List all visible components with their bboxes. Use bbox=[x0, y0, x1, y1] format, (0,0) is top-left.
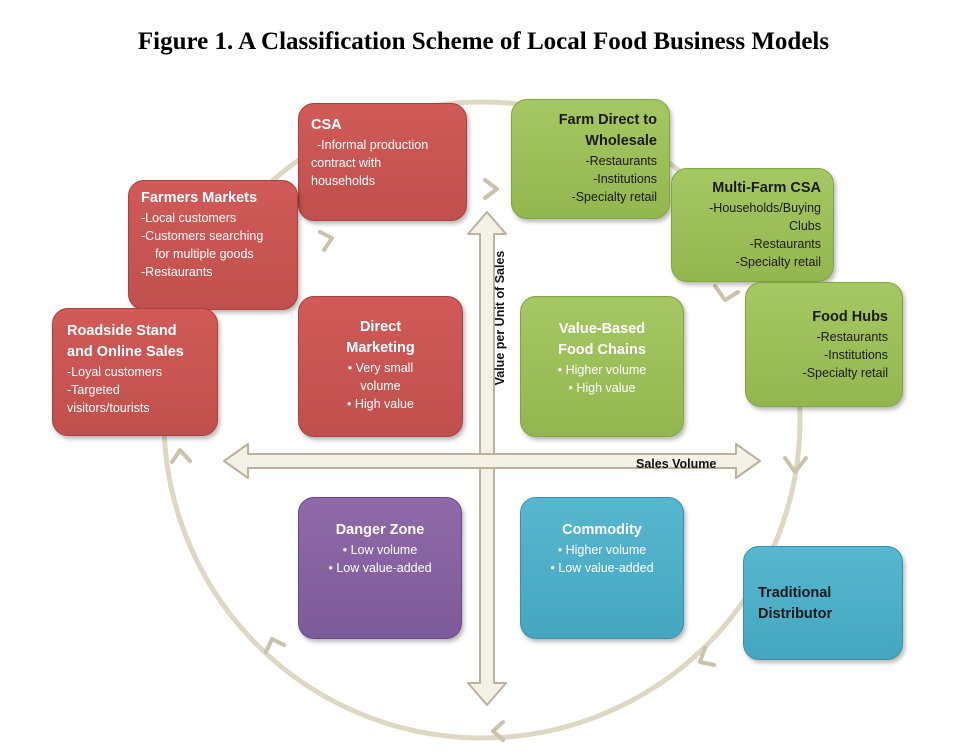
multi-farm-title: Multi-Farm CSA bbox=[712, 180, 821, 196]
farm-direct-title: Wholesale bbox=[585, 133, 657, 150]
traditional-title: Traditional bbox=[758, 585, 832, 601]
direct-marketing-title: Marketing bbox=[346, 340, 415, 357]
roadside-stand-box: Roadside Stand and Online Sales -Loyal c… bbox=[52, 308, 218, 436]
multi-farm-line: -Specialty retail bbox=[735, 255, 821, 270]
cycle-arrow-6 bbox=[491, 720, 505, 742]
multi-farm-line: -Households/Buying bbox=[709, 201, 821, 216]
danger-zone-line: • Low volume bbox=[342, 543, 418, 558]
direct-marketing-line: • High value bbox=[347, 397, 414, 412]
danger-zone-title: Danger Zone bbox=[335, 522, 425, 538]
food-hubs-box: Food Hubs -Restaurants -Institutions -Sp… bbox=[745, 282, 903, 407]
commodity-line: • Low value-added bbox=[550, 561, 654, 576]
farmers-markets-line: -Customers searching bbox=[141, 229, 264, 244]
multi-farm-line: Clubs bbox=[789, 219, 821, 234]
commodity-box: Commodity • Higher volume • Low value-ad… bbox=[520, 497, 684, 639]
roadside-title: and Online Sales bbox=[67, 344, 184, 361]
multi-farm-csa-box: Multi-Farm CSA -Households/Buying Clubs … bbox=[671, 168, 834, 282]
csa-title: CSA bbox=[311, 117, 342, 133]
cycle-arrow-4 bbox=[783, 456, 808, 474]
farmers-markets-line: -Restaurants bbox=[141, 265, 213, 280]
csa-box: CSA -Informal production contract with h… bbox=[298, 103, 467, 221]
commodity-line: • Higher volume bbox=[557, 543, 647, 558]
roadside-line: -Loyal customers bbox=[67, 365, 163, 380]
farm-direct-box: Farm Direct to Wholesale -Restaurants -I… bbox=[511, 99, 670, 219]
value-based-line: • Higher volume bbox=[557, 363, 647, 378]
cycle-arrow-8 bbox=[170, 448, 192, 464]
roadside-line: -Targeted bbox=[67, 383, 120, 398]
volume-axis-arrow bbox=[223, 443, 761, 479]
csa-line: contract with bbox=[311, 156, 382, 171]
csa-line: households bbox=[311, 174, 375, 189]
farm-direct-line: -Specialty retail bbox=[571, 190, 657, 205]
value-axis-label: Value per Unit of Sales bbox=[493, 250, 507, 386]
food-hubs-line: -Specialty retail bbox=[802, 366, 888, 381]
direct-marketing-box: Direct Marketing • Very small volume • H… bbox=[298, 296, 463, 437]
farm-direct-line: -Restaurants bbox=[585, 154, 657, 169]
figure-title: Figure 1. A Classification Scheme of Loc… bbox=[137, 28, 830, 55]
csa-line: -Informal production bbox=[317, 138, 429, 153]
roadside-line: visitors/tourists bbox=[67, 401, 150, 416]
farmers-markets-line: -Local customers bbox=[141, 211, 237, 226]
cycle-arrow-1 bbox=[318, 230, 334, 252]
food-hubs-line: -Institutions bbox=[824, 348, 888, 363]
commodity-title: Commodity bbox=[562, 522, 642, 538]
value-based-line: • High value bbox=[568, 381, 636, 396]
multi-farm-line: -Restaurants bbox=[749, 237, 821, 252]
danger-zone-box: Danger Zone • Low volume • Low value-add… bbox=[298, 497, 462, 639]
food-hubs-title: Food Hubs bbox=[812, 309, 888, 325]
direct-marketing-line: • Very small bbox=[347, 361, 414, 376]
cycle-arrow-2 bbox=[483, 178, 499, 200]
food-hubs-line: -Restaurants bbox=[816, 330, 888, 345]
volume-axis-label: Sales Volume bbox=[636, 457, 717, 471]
farmers-markets-title: Farmers Markets bbox=[141, 190, 258, 206]
value-based-title: Food Chains bbox=[558, 342, 646, 359]
roadside-title: Roadside Stand bbox=[67, 323, 177, 339]
farmers-markets-line: for multiple goods bbox=[155, 247, 254, 262]
farm-direct-line: -Institutions bbox=[593, 172, 657, 187]
cycle-arrow-5 bbox=[698, 646, 716, 667]
traditional-distributor-box: Traditional Distributor bbox=[743, 546, 903, 660]
value-based-title: Value-Based bbox=[558, 321, 646, 337]
traditional-title: Distributor bbox=[758, 606, 833, 623]
danger-zone-line: • Low value-added bbox=[328, 561, 432, 576]
direct-marketing-line: volume bbox=[360, 379, 401, 394]
value-based-box: Value-Based Food Chains • Higher volume … bbox=[520, 296, 684, 437]
farm-direct-title: Farm Direct to bbox=[558, 112, 657, 128]
direct-marketing-title: Direct bbox=[359, 319, 402, 335]
farmers-markets-box: Farmers Markets -Local customers -Custom… bbox=[128, 180, 298, 310]
cycle-arrow-7 bbox=[264, 637, 286, 654]
cycle-arrow-3 bbox=[713, 284, 740, 302]
